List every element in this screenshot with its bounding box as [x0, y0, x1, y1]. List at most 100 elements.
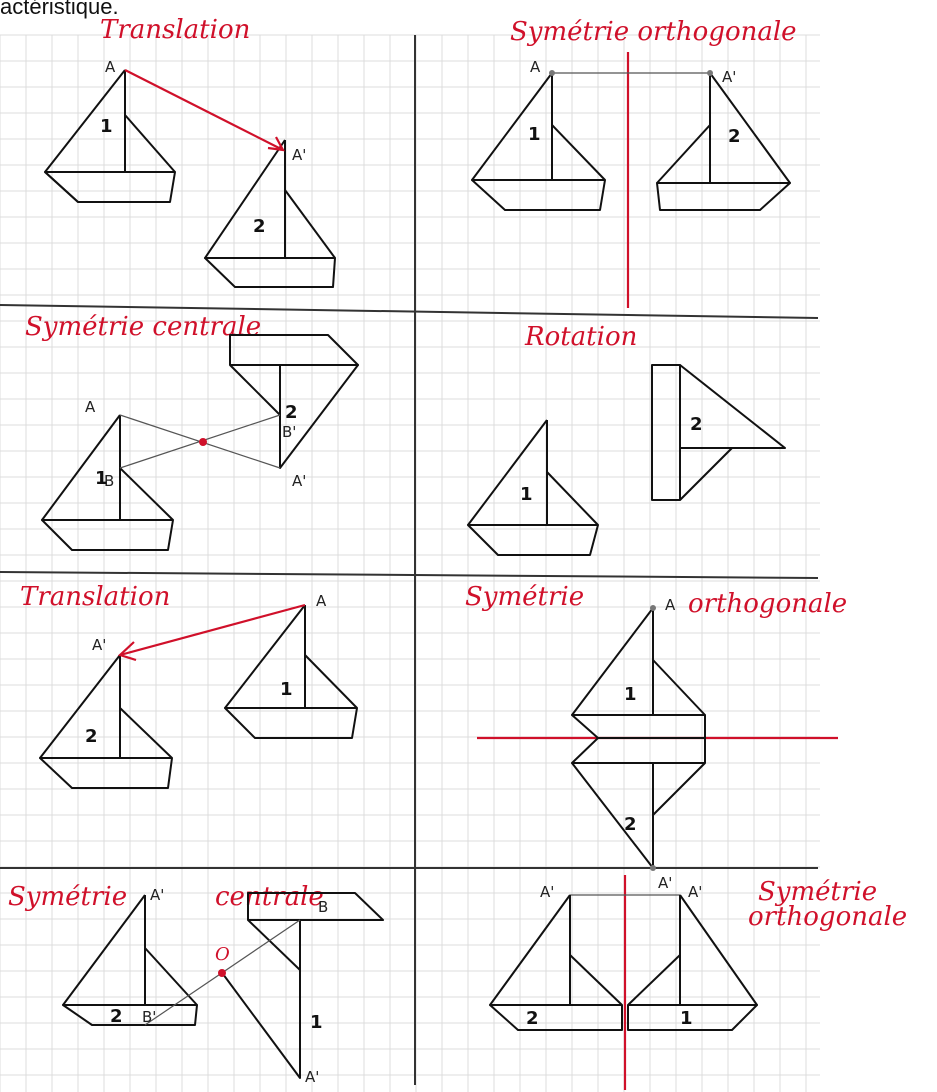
label-a-prime: A' — [722, 68, 736, 86]
panel-title-left: Symétrie — [465, 582, 584, 612]
hull-2 — [62, 1004, 198, 1026]
panel-title: Translation — [100, 15, 250, 45]
translation-vector-arrow — [119, 603, 306, 657]
panel-title: Symétrie orthogonale — [510, 17, 797, 47]
label-a-prime-bottom: A' — [305, 1068, 319, 1086]
panel-title-right: centrale — [215, 882, 324, 912]
label-b: B — [318, 898, 328, 916]
panel-translation-2: Translation A A' 1 2 — [20, 582, 358, 789]
panel-orthogonal-symmetry-2: Symétrie orthogonale A A' 1 2 — [465, 582, 847, 892]
label-b-prime: B' — [142, 1008, 156, 1026]
label-a-prime: A' — [292, 146, 306, 164]
label-2: 2 — [253, 216, 266, 237]
panel-rotation: Rotation 1 2 — [467, 322, 786, 556]
page-header-partial-text: actéristique. — [0, 0, 119, 19]
label-a-prime: A' — [658, 874, 672, 892]
sail-1 — [44, 69, 126, 173]
sail-1 — [571, 607, 654, 716]
label-a: A — [85, 398, 96, 416]
sail-1 — [41, 414, 121, 521]
graph-paper-grid — [0, 34, 820, 1092]
panel-title: Rotation — [524, 322, 637, 352]
label-2: 2 — [85, 726, 98, 747]
label-a: A — [105, 58, 116, 76]
hull-1 — [247, 892, 384, 921]
jib-1 — [119, 467, 174, 521]
sail-1 — [219, 920, 301, 1079]
label-a-prime-right: A' — [688, 883, 702, 901]
sail-2 — [709, 72, 791, 184]
sail-2 — [571, 762, 654, 869]
label-a: A — [665, 596, 676, 614]
hull-2 — [656, 182, 791, 211]
jib-1 — [124, 114, 176, 173]
label-a-prime-top: A' — [150, 886, 164, 904]
label-2: 2 — [285, 402, 298, 423]
sail-1 — [224, 604, 306, 709]
sail-1 — [679, 894, 758, 1006]
row-divider-2 — [0, 571, 819, 579]
jib-2 — [679, 447, 733, 501]
hull-1 — [467, 524, 599, 556]
label-1: 1 — [528, 124, 541, 145]
jib-2 — [652, 762, 706, 816]
panel-central-symmetry-2: Symétrie centrale A' O B B' A' 1 2 — [8, 882, 384, 1086]
arrow-head — [267, 136, 285, 152]
label-2: 2 — [526, 1008, 539, 1029]
sail-1 — [467, 419, 548, 526]
sail-2 — [204, 139, 286, 259]
label-a-prime: A' — [92, 636, 106, 654]
label-2: 2 — [110, 1006, 123, 1027]
label-b-prime: B' — [282, 423, 296, 441]
panel-title-right: orthogonale — [688, 589, 847, 619]
sail-2 — [679, 364, 786, 449]
hull-1 — [41, 519, 174, 551]
hull-1 — [224, 707, 358, 739]
panel-orthogonal-symmetry-3: Symétrie orthogonale A' A' 1 2 — [489, 875, 907, 1090]
jib-2 — [284, 189, 336, 259]
jib-1 — [652, 659, 706, 716]
jib-1 — [304, 654, 358, 709]
hull-1 — [471, 179, 606, 211]
center-point — [199, 438, 207, 446]
panel-central-symmetry-1: Symétrie centrale A B B' A' 1 2 — [25, 312, 359, 551]
label-1: 1 — [95, 468, 108, 489]
translation-vector-arrow — [124, 69, 284, 151]
hull-2 — [571, 737, 706, 764]
sail-2 — [489, 894, 571, 1006]
hull-2 — [204, 257, 336, 288]
label-2: 2 — [624, 814, 637, 835]
jib-1 — [247, 919, 301, 971]
label-2: 2 — [690, 414, 703, 435]
panel-title: Symétrie centrale — [25, 312, 261, 342]
jib-2 — [656, 124, 711, 184]
label-2: 2 — [728, 126, 741, 147]
label-1: 1 — [680, 1008, 693, 1029]
panel-title-line1: Symétrie — [758, 877, 877, 907]
arrow-head — [117, 641, 137, 662]
jib-1 — [546, 471, 599, 526]
jib-2 — [144, 947, 198, 1006]
panel-frame — [0, 35, 819, 1085]
hull-2 — [39, 757, 173, 789]
label-a: A — [316, 592, 327, 610]
label-a-prime-left: A' — [540, 883, 554, 901]
panel-title: Translation — [20, 582, 170, 612]
panel-orthogonal-symmetry-1: Symétrie orthogonale A A' 1 2 — [471, 17, 797, 308]
row-divider-1 — [0, 304, 819, 319]
label-a: A — [530, 58, 541, 76]
label-1: 1 — [310, 1012, 323, 1033]
jib-2 — [229, 364, 281, 416]
panel-title-left: Symétrie — [8, 882, 127, 912]
panel-title-line2: orthogonale — [748, 902, 907, 932]
jib-1 — [627, 954, 681, 1006]
jib-2 — [569, 954, 623, 1006]
label-1: 1 — [280, 679, 293, 700]
label-1: 1 — [624, 684, 637, 705]
jib-2 — [119, 707, 173, 759]
label-o: O — [215, 944, 230, 965]
label-b: B — [104, 472, 114, 490]
hull-2 — [489, 1004, 623, 1031]
label-1: 1 — [100, 116, 113, 137]
